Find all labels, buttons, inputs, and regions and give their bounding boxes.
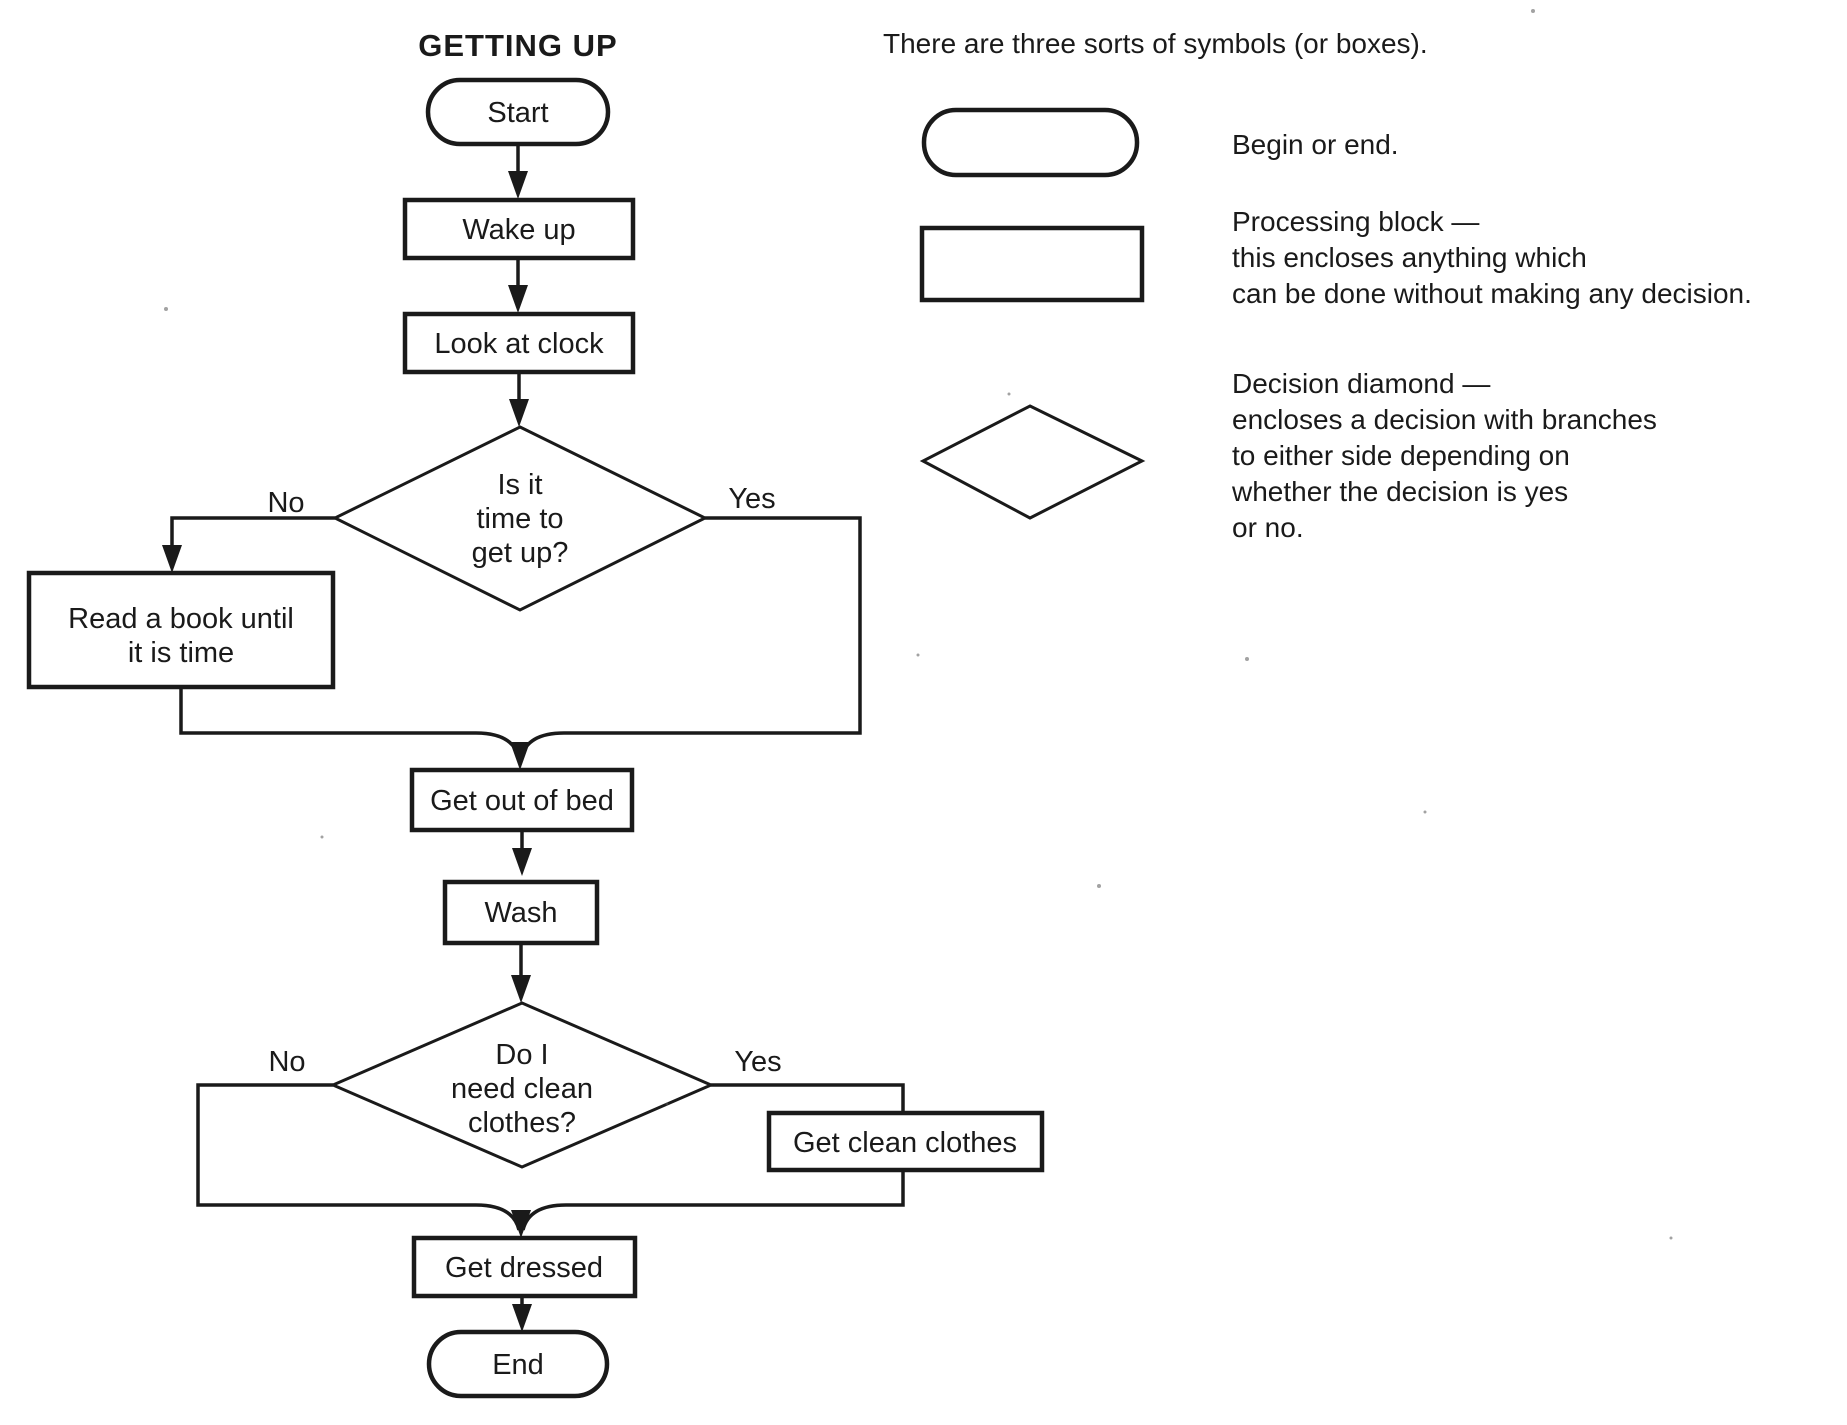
flowchart-title: GETTING UP [418,28,617,63]
decision1-label-line3: get up? [472,537,569,569]
dressed-label: Get dressed [445,1252,603,1284]
decision2-no-label: No [268,1046,305,1078]
flow-nodes [26,77,1045,1399]
arrowhead-into-getout [510,742,530,770]
flow-labels: GETTING UP Start Wake up Look at clock I… [68,28,1017,1381]
wash-process-shape [442,879,600,946]
decision1-label-line2: time to [476,503,563,535]
decision2-label-line2: need clean [451,1073,593,1105]
wakeup-label: Wake up [462,214,575,246]
edge-readbook-to-merge1 [179,687,521,759]
cleanclothes-process-shape [766,1110,1045,1173]
readbook-label-line1: Read a book until [68,603,294,635]
legend-processing-caption-line3: can be done without making any decision. [1232,278,1752,309]
legend-decision-caption-line3: to either side depending on [1232,440,1570,471]
arrowhead-into-decision1 [509,399,529,427]
legend-decision-caption-line2: encloses a decision with branches [1232,404,1657,435]
legend-terminal-symbol [921,107,1140,178]
getout-label: Get out of bed [430,785,614,817]
decision2-diamond-shape [329,1001,715,1169]
dressed-process-shape [411,1235,638,1299]
arrowhead-into-dressed [511,1210,531,1238]
cleanclothes-label: Get clean clothes [793,1127,1017,1159]
wash-label: Wash [484,897,557,929]
readbook-label-line2: it is time [128,637,234,669]
decision2-yes-label: Yes [734,1046,781,1078]
legend-decision-caption-line4: whether the decision is yes [1231,476,1568,507]
decision2-label-line3: clothes? [468,1107,576,1139]
scan-speckles [164,9,1673,1240]
legend-decision-symbol [919,404,1146,520]
arrowhead-into-wash [512,848,532,876]
clock-process-shape [402,311,636,375]
legend-decision-caption-line5: or no. [1232,512,1304,543]
clock-label: Look at clock [434,328,604,360]
wakeup-process-shape [402,197,636,261]
legend-header: There are three sorts of symbols (or box… [883,28,1428,59]
legend: There are three sorts of symbols (or box… [883,28,1752,543]
legend-process-symbol [919,225,1145,303]
arrowhead-into-wakeup [508,171,528,199]
flow-arrowheads [162,171,532,1332]
start-terminal-shape [425,77,611,147]
legend-processing-caption-line2: this encloses anything which [1232,242,1587,273]
end-label: End [492,1349,544,1381]
getout-process-shape [409,767,635,833]
decision1-no-label: No [267,487,304,519]
readbook-process-shape [26,570,336,690]
decision2-label-line1: Do I [495,1039,548,1071]
arrowhead-into-end [512,1304,532,1332]
arrowhead-into-readbook [162,545,182,573]
arrowhead-into-clock [508,285,528,313]
decision1-diamond-shape [331,425,709,612]
start-label: Start [487,97,548,129]
decision1-label-line1: Is it [497,469,542,501]
legend-decision-caption-line1: Decision diamond — [1232,368,1490,399]
edge-decision1-no-branch [170,516,335,563]
end-terminal-shape [426,1329,610,1399]
legend-begin-end-caption: Begin or end. [1232,129,1399,160]
legend-processing-caption-line1: Processing block — [1232,206,1479,237]
decision1-yes-label: Yes [728,483,775,515]
arrowhead-into-decision2 [511,975,531,1003]
